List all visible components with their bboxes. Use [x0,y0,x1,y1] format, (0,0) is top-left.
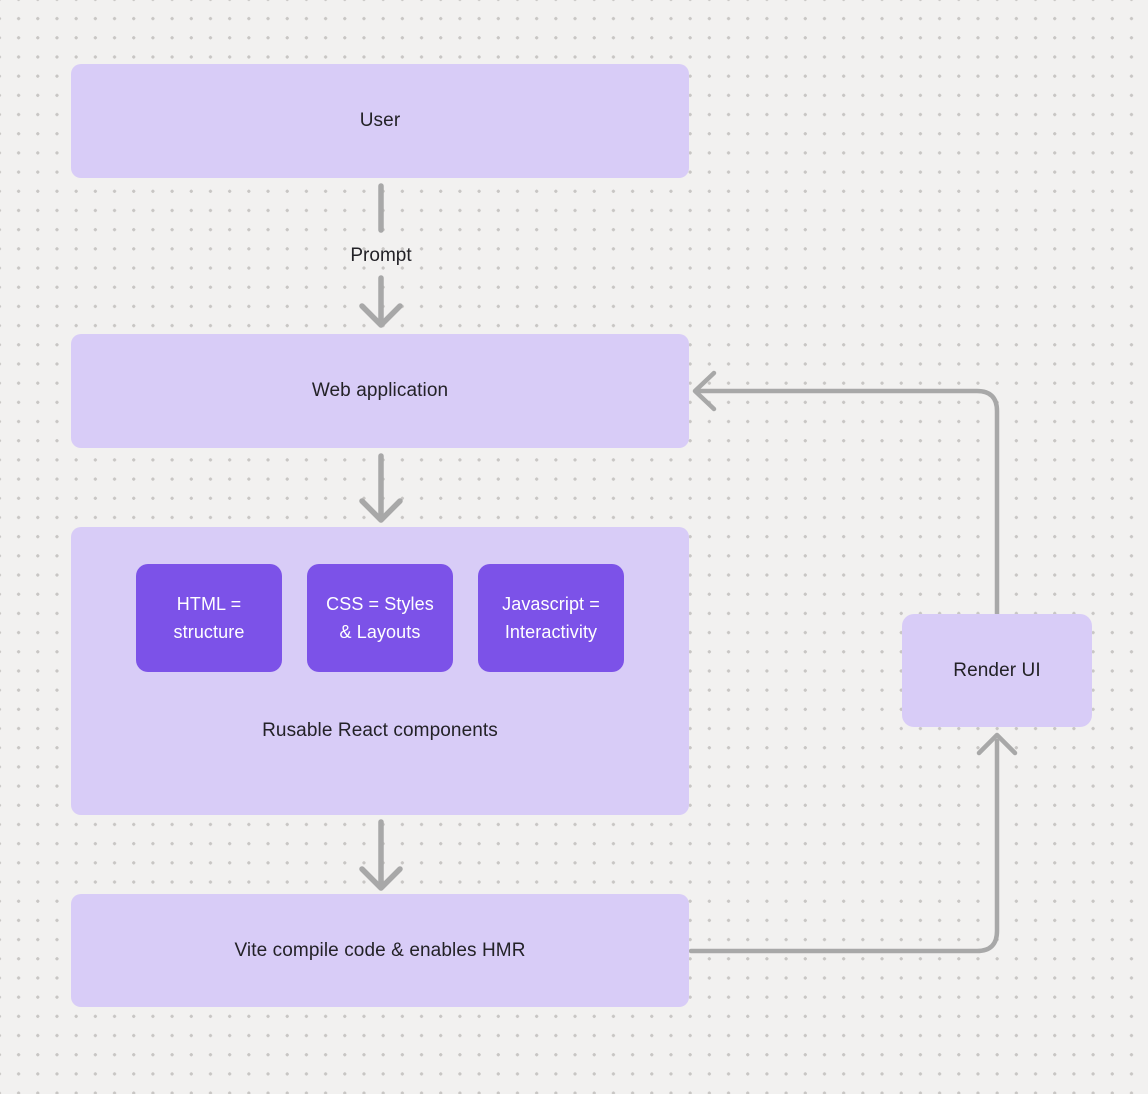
node-web-application-label: Web application [311,380,449,401]
chip-css[interactable]: CSS = Styles & Layouts [307,564,453,672]
node-vite-label: Vite compile code & enables HMR [234,939,526,961]
arrow-renderui-to-webapp [692,370,1000,617]
edge-label-prompt: Prompt [350,245,412,266]
arrow-prompt-to-webapp [359,275,403,328]
components-group-label: Rusable React components [262,720,498,741]
chip-html-label: HTML = structure [173,594,245,642]
node-react-components-group[interactable]: HTML = structure CSS = Styles & Layouts … [71,527,689,815]
node-user-label: User [359,110,401,131]
node-render-ui[interactable]: Render UI [902,614,1092,727]
chip-javascript[interactable]: Javascript = Interactivity [478,564,624,672]
arrow-webapp-to-components [359,453,403,523]
arrow-vite-to-renderui [688,732,1018,954]
node-user[interactable]: User [71,64,689,178]
chip-javascript-label: Javascript = Interactivity [502,594,600,642]
arrow-components-to-vite [359,819,403,891]
chip-html[interactable]: HTML = structure [136,564,282,672]
node-vite[interactable]: Vite compile code & enables HMR [71,894,689,1007]
node-render-ui-label: Render UI [953,659,1041,681]
node-web-application[interactable]: Web application [71,334,689,448]
chip-css-label: CSS = Styles & Layouts [326,594,434,642]
technology-chip-row: HTML = structure CSS = Styles & Layouts … [136,564,624,672]
